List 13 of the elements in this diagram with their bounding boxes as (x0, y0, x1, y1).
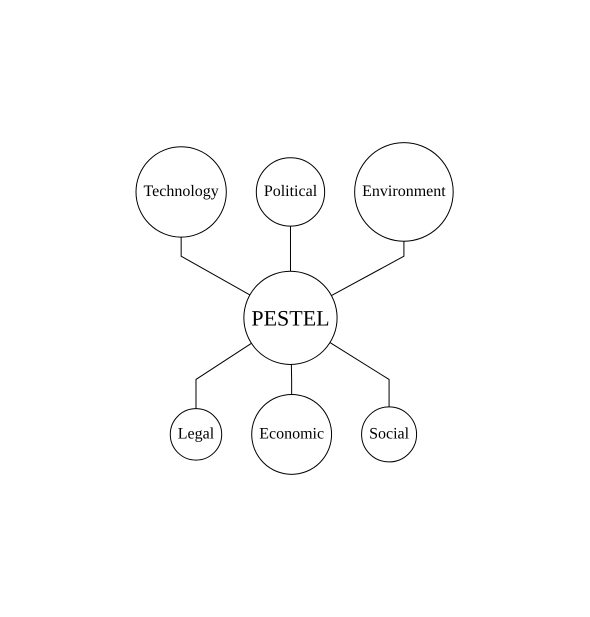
node-circle: Environment (354, 142, 454, 242)
node-circle: Social (361, 406, 418, 462)
connector (291, 364, 293, 395)
connector (290, 226, 292, 272)
node-circle: Legal (170, 408, 223, 461)
connector (196, 342, 252, 410)
node-circle: PESTEL (244, 270, 338, 365)
node-circle: Political (256, 157, 326, 227)
connector (330, 342, 390, 408)
connector (331, 240, 405, 296)
node-circle: Economic (252, 394, 332, 475)
node-circle: Technology (136, 146, 228, 238)
connector (181, 236, 251, 296)
